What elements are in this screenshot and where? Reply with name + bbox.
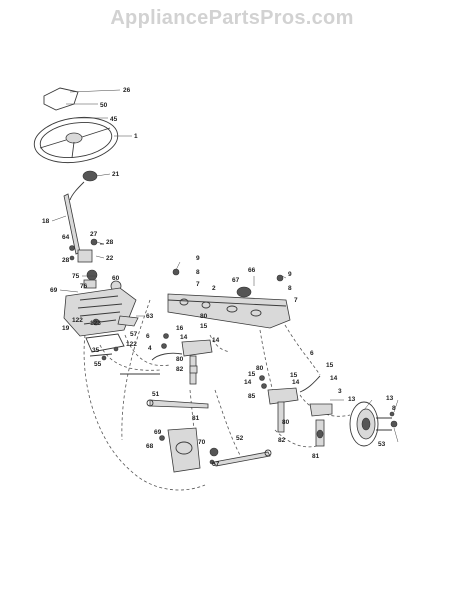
callout-82: 82 <box>176 366 184 373</box>
callout-70: 70 <box>198 439 206 446</box>
callout-50: 50 <box>100 102 108 109</box>
callout-7a: 7 <box>196 281 200 288</box>
callout-lead-lines <box>51 89 399 443</box>
watermark-header: AppliancePartsPros.com <box>0 0 464 40</box>
callout-14b: 14 <box>212 337 220 344</box>
callout-15d: 15 <box>290 372 298 379</box>
callout-14c: 14 <box>330 375 338 382</box>
callout-27: 27 <box>90 231 98 238</box>
callout-8b: 8 <box>288 285 292 292</box>
callout-75: 75 <box>72 273 80 280</box>
callout-9b: 9 <box>288 271 292 278</box>
callout-81b: 81 <box>312 453 320 460</box>
callout-14a: 14 <box>180 334 188 341</box>
callout-69: 69 <box>50 287 58 294</box>
callout-8c: 8 <box>392 405 396 412</box>
callout-13a: 13 <box>348 396 356 403</box>
callout-35: 35 <box>92 347 100 354</box>
steering-shaft <box>63 181 85 255</box>
callout-14d: 14 <box>244 379 252 386</box>
callout-28b: 28 <box>62 257 70 264</box>
drag-link-plate <box>159 427 219 473</box>
callout-21: 21 <box>112 171 120 178</box>
steering-wheel <box>33 116 119 164</box>
steering-sector-plate <box>63 287 139 337</box>
tie-rods <box>120 373 272 467</box>
callout-26: 26 <box>123 87 131 94</box>
callout-69b: 69 <box>154 429 162 436</box>
steering-cap <box>43 87 79 111</box>
steering-bushing <box>82 170 98 182</box>
callout-45: 45 <box>110 116 118 123</box>
callout-52: 52 <box>236 435 244 442</box>
callout-55: 55 <box>94 361 102 368</box>
lower-bracket <box>85 333 125 361</box>
callout-66: 66 <box>248 267 256 274</box>
callout-19: 19 <box>62 325 70 332</box>
callout-7b: 7 <box>294 297 298 304</box>
watermark-text: AppliancePartsPros.com <box>110 7 354 29</box>
callout-1: 1 <box>134 133 138 140</box>
callout-13b: 13 <box>386 395 394 402</box>
callout-6a: 6 <box>146 333 150 340</box>
callout-6b: 6 <box>310 350 314 357</box>
callout-67b: 67 <box>212 461 220 468</box>
callout-8a: 8 <box>196 269 200 276</box>
callout-63: 63 <box>146 313 154 320</box>
callout-22: 22 <box>106 255 114 262</box>
right-spindle <box>259 375 333 447</box>
callout-51: 51 <box>152 391 160 398</box>
callout-14e: 14 <box>292 379 300 386</box>
callout-53: 53 <box>378 441 386 448</box>
callout-68: 68 <box>146 443 154 450</box>
callout-85: 85 <box>248 393 256 400</box>
callout-16: 16 <box>176 325 184 332</box>
callout-15b: 15 <box>326 362 334 369</box>
callout-80c: 80 <box>256 365 264 372</box>
callout-76: 76 <box>80 283 88 290</box>
callout-60: 60 <box>112 275 120 282</box>
callout-122a: 122 <box>72 317 83 324</box>
callout-82b: 82 <box>278 437 286 444</box>
callout-81a: 81 <box>192 415 200 422</box>
callout-123: 123 <box>90 320 101 327</box>
callout-64: 64 <box>62 234 70 241</box>
callout-80b: 80 <box>176 356 184 363</box>
callout-18: 18 <box>42 218 50 225</box>
callout-2: 2 <box>212 285 216 292</box>
callout-80d: 80 <box>282 419 290 426</box>
steering-gear-bracket <box>69 238 104 263</box>
callout-122b: 122 <box>126 341 137 348</box>
callout-9a: 9 <box>196 255 200 262</box>
callout-67a: 67 <box>232 277 240 284</box>
callout-15c: 15 <box>248 371 256 378</box>
wheel-hub <box>349 401 398 447</box>
callout-80a: 80 <box>200 313 208 320</box>
left-spindle <box>151 333 213 385</box>
callout-57: 57 <box>130 331 138 338</box>
callout-15a: 15 <box>200 323 208 330</box>
callout-3: 3 <box>338 388 342 395</box>
callout-labels: 26 50 45 1 21 18 64 27 28 28 22 75 76 60… <box>42 87 396 468</box>
callout-28a: 28 <box>106 239 114 246</box>
callout-4: 4 <box>148 345 152 352</box>
front-axle-support <box>167 268 291 329</box>
